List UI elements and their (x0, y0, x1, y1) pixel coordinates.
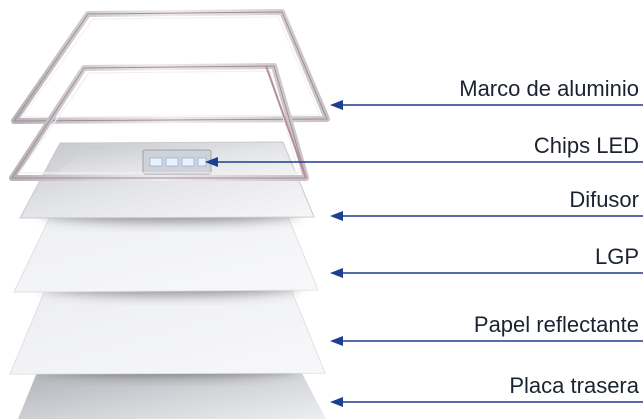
arrowhead-left-icon (330, 268, 343, 278)
reflector-layer (9, 286, 326, 376)
leader-chips (205, 157, 643, 167)
arrowhead-left-icon (330, 397, 343, 407)
led-chip-strip (142, 149, 212, 175)
label-backplate: Placa trasera (509, 373, 639, 398)
leader-diffuser (330, 211, 643, 221)
arrowhead-left-icon (330, 211, 343, 221)
aluminium-frame-inner (9, 63, 309, 181)
label-lgp: LGP (594, 244, 639, 269)
leader-reflector (330, 336, 643, 346)
aluminium-frame-outer (11, 9, 330, 124)
label-reflector: Papel reflectante (473, 312, 639, 337)
lgp-layer (13, 211, 319, 295)
led-plate-layer (48, 145, 300, 180)
backplate-layer (18, 362, 326, 419)
label-chips: Chips LED (533, 133, 639, 158)
leader-backplate (330, 397, 643, 407)
leader-lgp (330, 268, 643, 278)
label-diffuser: Difusor (569, 187, 639, 212)
arrowhead-left-icon (330, 100, 343, 110)
label-frame: Marco de aluminio (459, 76, 639, 101)
leader-frame (330, 100, 643, 110)
arrowhead-left-icon (205, 157, 218, 167)
arrowhead-left-icon (330, 336, 343, 346)
